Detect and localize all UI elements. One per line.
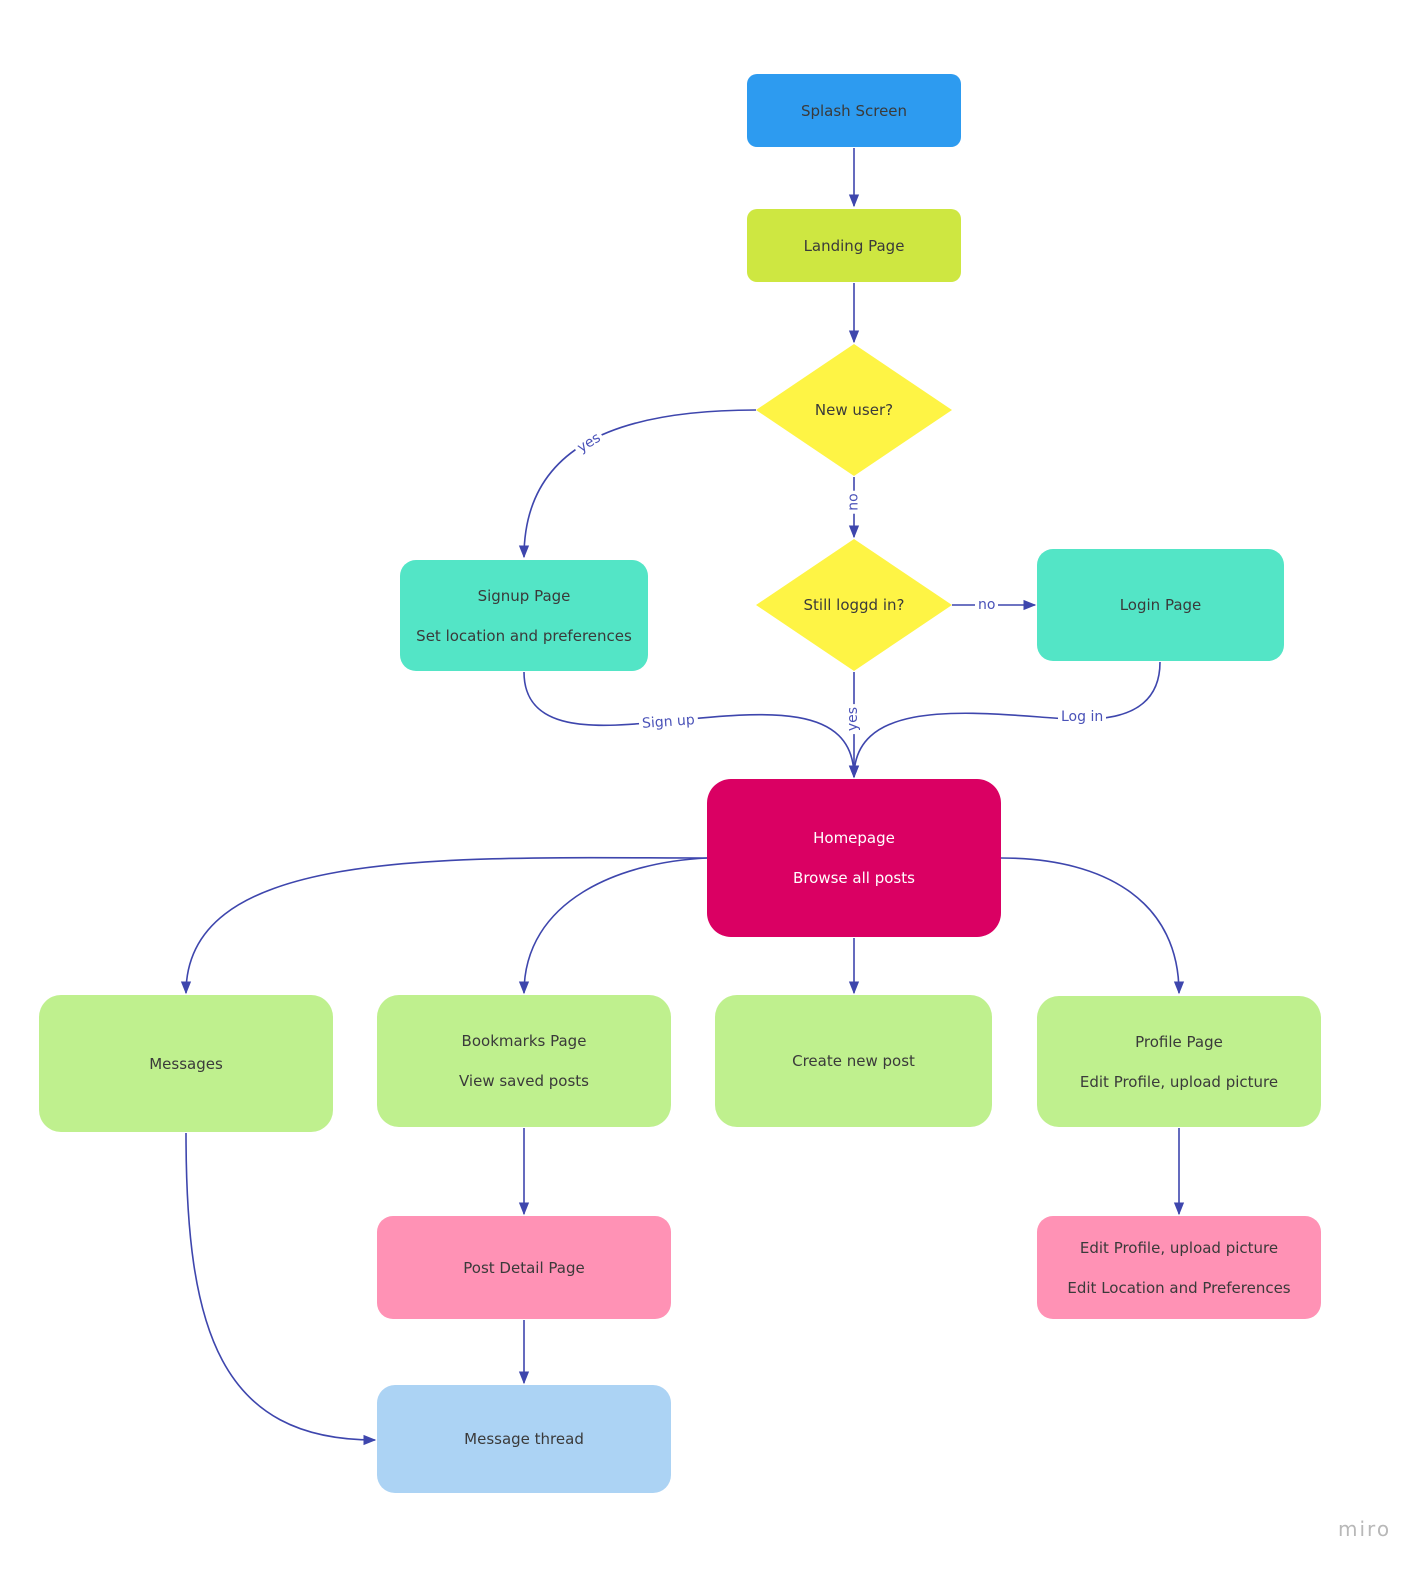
- miro-watermark: miro: [1338, 1517, 1392, 1541]
- edge-homepage-to-messages: [180, 856, 708, 995]
- bookmarks-page-description: View saved posts: [459, 1072, 589, 1090]
- homepage-description: Browse all posts: [793, 869, 915, 887]
- profile-page-node[interactable]: Profile Page Edit Profile, upload pictur…: [1037, 996, 1321, 1127]
- still-logged-label: Still loggd in?: [803, 596, 905, 614]
- messages-label: Messages: [149, 1054, 223, 1073]
- profile-page-title: Profile Page: [1135, 1032, 1223, 1051]
- homepage-title: Homepage: [813, 829, 895, 847]
- create-new-post-label: Create new post: [792, 1052, 915, 1070]
- signup-page-description: Set location and preferences: [416, 626, 632, 645]
- message-thread-node[interactable]: Message thread: [377, 1385, 671, 1493]
- edge-label-yes-still-logged: yes: [845, 703, 862, 735]
- splash-screen-node[interactable]: Splash Screen: [747, 74, 961, 147]
- edge-homepage-to-bookmarks: [518, 857, 708, 995]
- edge-homepage-to-profile: [1000, 857, 1185, 995]
- edge-login-to-homepage: [848, 661, 1161, 779]
- landing-page-node[interactable]: Landing Page: [747, 209, 961, 282]
- messages-node[interactable]: Messages: [39, 995, 333, 1132]
- edit-profile-description: Edit Location and Preferences: [1067, 1278, 1291, 1297]
- splash-screen-label: Splash Screen: [800, 101, 908, 120]
- edge-label-log-in: Log in: [1058, 709, 1107, 725]
- edit-profile-node[interactable]: Edit Profile, upload picture Edit Locati…: [1037, 1216, 1321, 1319]
- signup-page-title: Signup Page: [477, 586, 571, 605]
- bookmarks-page-node[interactable]: Bookmarks Page View saved posts: [377, 995, 671, 1127]
- post-detail-page-label: Post Detail Page: [463, 1258, 585, 1277]
- message-thread-label: Message thread: [464, 1430, 584, 1448]
- edit-profile-title: Edit Profile, upload picture: [1079, 1238, 1279, 1257]
- new-user-decision-diamond[interactable]: [756, 344, 952, 476]
- homepage-node[interactable]: Homepage Browse all posts: [707, 779, 1001, 937]
- edge-label-no-still-logged: no: [975, 597, 999, 613]
- login-page-node[interactable]: Login Page: [1037, 549, 1284, 661]
- create-new-post-node[interactable]: Create new post: [715, 995, 992, 1127]
- post-detail-page-node[interactable]: Post Detail Page: [377, 1216, 671, 1319]
- still-logged-decision-diamond[interactable]: [756, 539, 952, 671]
- edge-messages-to-message-thread: [185, 1132, 377, 1446]
- edge-label-no-new-user: no: [845, 490, 862, 514]
- signup-page-node[interactable]: Signup Page Set location and preferences: [400, 560, 648, 671]
- profile-page-description: Edit Profile, upload picture: [1079, 1072, 1279, 1091]
- login-page-label: Login Page: [1119, 596, 1202, 614]
- new-user-label: New user?: [814, 401, 894, 419]
- landing-page-label: Landing Page: [803, 236, 905, 255]
- edge-new-user-to-signup: [518, 409, 757, 559]
- bookmarks-page-title: Bookmarks Page: [461, 1032, 587, 1050]
